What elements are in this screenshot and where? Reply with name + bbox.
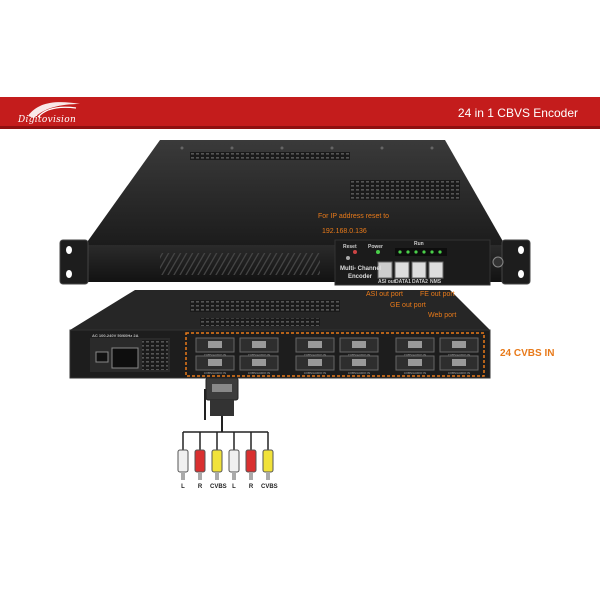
cvbs-db-port: CVBS/AUDIO IN xyxy=(439,355,479,375)
rca-label: R xyxy=(248,484,254,490)
port-caption: CVBS/AUDIO IN xyxy=(448,371,470,375)
page-title: 24 in 1 CBVS Encoder xyxy=(457,106,578,120)
rca-plug xyxy=(211,432,223,480)
rca-label: CVBS xyxy=(261,484,278,490)
port-caption: CVBS/AUDIO IN xyxy=(304,371,326,375)
asi-out-port xyxy=(377,261,393,279)
rca-plug xyxy=(177,432,189,480)
port-caption: CVBS/AUDIO IN xyxy=(348,371,370,375)
nms-port xyxy=(428,261,444,279)
rca-plug xyxy=(228,432,240,480)
front-ports xyxy=(377,261,444,279)
brand-logo-swoosh-icon xyxy=(28,102,80,118)
port-caption: CVBS/AUDIO IN xyxy=(404,371,426,375)
asi-port-annotation: ASI out port xyxy=(366,291,403,298)
web-port-annotation: Web port xyxy=(428,312,457,319)
cvbs-db-port: CVBS/AUDIO IN xyxy=(195,337,235,357)
port-caption: CVBS/AUDIO IN xyxy=(404,353,426,357)
power-spec-label: AC 100-240V 50/60Hz 2A xyxy=(92,333,139,338)
port-caption: CVBS/AUDIO IN xyxy=(204,371,226,375)
brand-logo-text: Digitovision xyxy=(18,115,77,125)
cvbs-db-port: CVBS/AUDIO IN xyxy=(295,355,335,375)
model-label-line2: Encoder xyxy=(348,274,373,280)
data2-port xyxy=(411,261,427,279)
rca-label: L xyxy=(181,484,185,490)
cvbs-db-port: CVBS/AUDIO IN xyxy=(239,355,279,375)
port-caption: CVBS/AUDIO IN xyxy=(304,353,326,357)
cvbs-in-annotation: 24 CVBS IN xyxy=(500,348,555,359)
ip-reset-annotation: For IP address reset to xyxy=(318,213,390,220)
rca-label: R xyxy=(197,484,203,490)
cvbs-db-port: CVBS/AUDIO IN xyxy=(295,337,335,357)
cvbs-db-port: CVBS/AUDIO IN xyxy=(395,355,435,375)
banner-stripe xyxy=(0,126,600,129)
cvbs-db-port: CVBS/AUDIO IN xyxy=(239,337,279,357)
port-caption: CVBS/AUDIO IN xyxy=(248,371,270,375)
cvbs-db-port: CVBS/AUDIO IN xyxy=(395,337,435,357)
nms-label: NMS xyxy=(430,279,442,285)
power-label: Power xyxy=(368,244,384,250)
rca-plug xyxy=(262,432,274,480)
data1-label: DATA1 xyxy=(395,279,411,285)
port-caption: CVBS/AUDIO IN xyxy=(204,353,226,357)
header-banner: Digitovision 24 in 1 CBVS Encoder xyxy=(0,97,600,129)
cvbs-db-port: CVBS/AUDIO IN xyxy=(339,337,379,357)
cvbs-db-port: CVBS/AUDIO IN xyxy=(439,337,479,357)
model-label-line1: Multi- Channel xyxy=(340,266,382,272)
rca-label: CVBS xyxy=(210,484,227,490)
ip-reset-address: 192.168.0.136 xyxy=(322,228,367,235)
rca-plug xyxy=(194,432,206,480)
data1-port xyxy=(394,261,410,279)
port-caption: CVBS/AUDIO IN xyxy=(348,353,370,357)
cvbs-db-port: CVBS/AUDIO IN xyxy=(195,355,235,375)
asi-label: ASI out xyxy=(378,279,396,285)
cvbs-db-port: CVBS/AUDIO IN xyxy=(339,355,379,375)
reset-label: Reset xyxy=(343,244,357,250)
rca-plug xyxy=(245,432,257,480)
fe-port-annotation: FE out port xyxy=(420,291,455,298)
run-label: Run xyxy=(414,241,424,247)
data2-label: DATA2 xyxy=(412,279,428,285)
rca-label: L xyxy=(232,484,236,490)
ge-port-annotation: GE out port xyxy=(390,302,426,309)
port-caption: CVBS/AUDIO IN xyxy=(448,353,470,357)
port-caption: CVBS/AUDIO IN xyxy=(248,353,270,357)
